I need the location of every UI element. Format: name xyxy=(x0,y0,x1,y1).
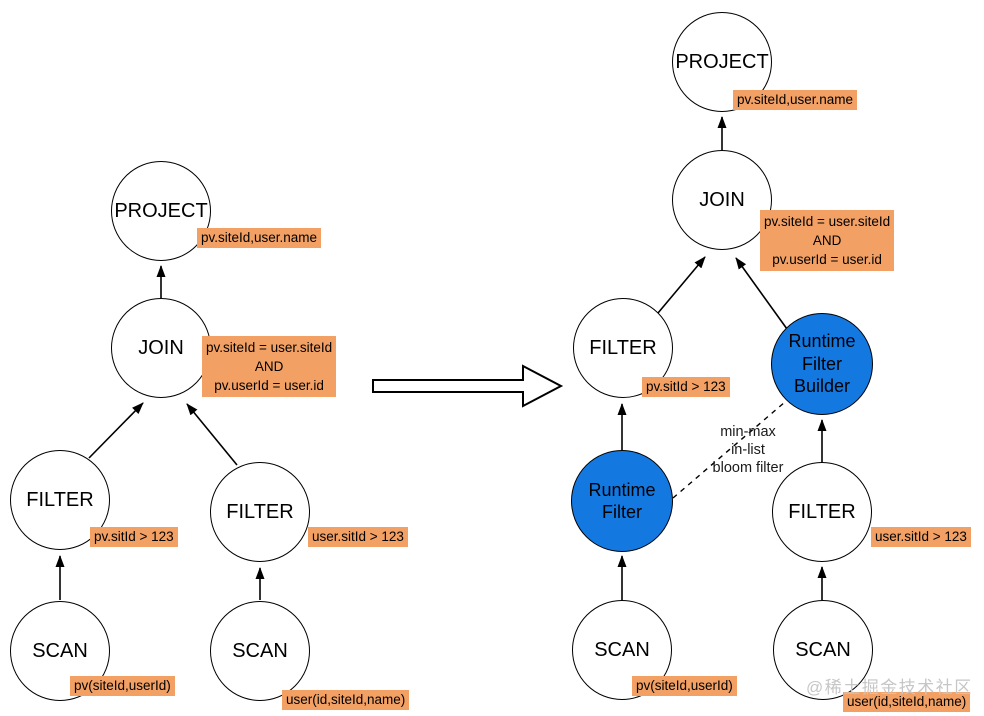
node-left-join: JOIN xyxy=(111,298,211,398)
node-left-filter-user: FILTER xyxy=(210,462,310,562)
edge-right-rfbuilder-join xyxy=(735,257,788,330)
edge-left-filteruser-join xyxy=(186,403,238,466)
node-runtime-filter-builder: Runtime Filter Builder xyxy=(771,313,873,415)
node-label: JOIN xyxy=(138,336,184,359)
node-label: SCAN xyxy=(795,638,851,661)
annotation-right-project: pv.siteId,user.name xyxy=(733,90,858,110)
annotation-left-filter-user: user.sitId > 123 xyxy=(308,527,408,547)
runtime-filter-types-note: min-max in-list bloom filter xyxy=(712,424,784,476)
annotation-left-project: pv.siteId,user.name xyxy=(197,228,322,248)
node-label: PROJECT xyxy=(114,199,208,222)
annotation-left-scan-user: user(id,siteId,name) xyxy=(282,690,410,710)
node-right-scan-user: SCAN xyxy=(773,600,873,700)
annotation-left-join: pv.siteId = user.siteId AND pv.userId = … xyxy=(202,336,337,397)
node-right-filter-pv: FILTER xyxy=(573,298,673,398)
transform-arrow-icon xyxy=(372,364,564,408)
annotation-right-scan-user: user(id,siteId,name) xyxy=(843,692,971,712)
annotation-right-filter-user: user.sitId > 123 xyxy=(871,527,971,547)
node-label: SCAN xyxy=(32,639,88,662)
node-left-scan-user: SCAN xyxy=(210,601,310,701)
node-label: FILTER xyxy=(226,500,294,523)
edge-runtime-filter-dashed-link xyxy=(672,401,786,499)
node-label: JOIN xyxy=(699,188,745,211)
annotation-right-scan-pv: pv(siteId,userId) xyxy=(632,676,737,696)
node-label: SCAN xyxy=(594,638,650,661)
node-right-filter-user: FILTER xyxy=(772,462,872,562)
edge-left-filterpv-join xyxy=(88,402,144,459)
annotation-right-filter-pv: pv.sitId > 123 xyxy=(642,377,730,397)
node-label: SCAN xyxy=(232,639,288,662)
node-label: FILTER xyxy=(589,336,657,359)
node-left-project: PROJECT xyxy=(111,161,211,261)
node-label: Runtime Filter xyxy=(588,479,656,523)
node-right-project: PROJECT xyxy=(672,12,772,112)
node-label: Runtime Filter Builder xyxy=(788,331,856,397)
node-label: PROJECT xyxy=(675,50,769,73)
node-right-join: JOIN xyxy=(672,150,772,250)
edge-right-filterpv-join xyxy=(657,256,706,314)
watermark-text: @稀土掘金技术社区 xyxy=(806,678,973,697)
annotation-left-scan-pv: pv(siteId,userId) xyxy=(70,676,175,696)
node-label: FILTER xyxy=(788,500,856,523)
annotation-right-join: pv.siteId = user.siteId AND pv.userId = … xyxy=(760,210,895,271)
annotation-left-filter-pv: pv.sitId > 123 xyxy=(90,527,178,547)
node-runtime-filter: Runtime Filter xyxy=(571,450,673,552)
node-left-filter-pv: FILTER xyxy=(10,450,110,550)
node-label: FILTER xyxy=(26,488,94,511)
